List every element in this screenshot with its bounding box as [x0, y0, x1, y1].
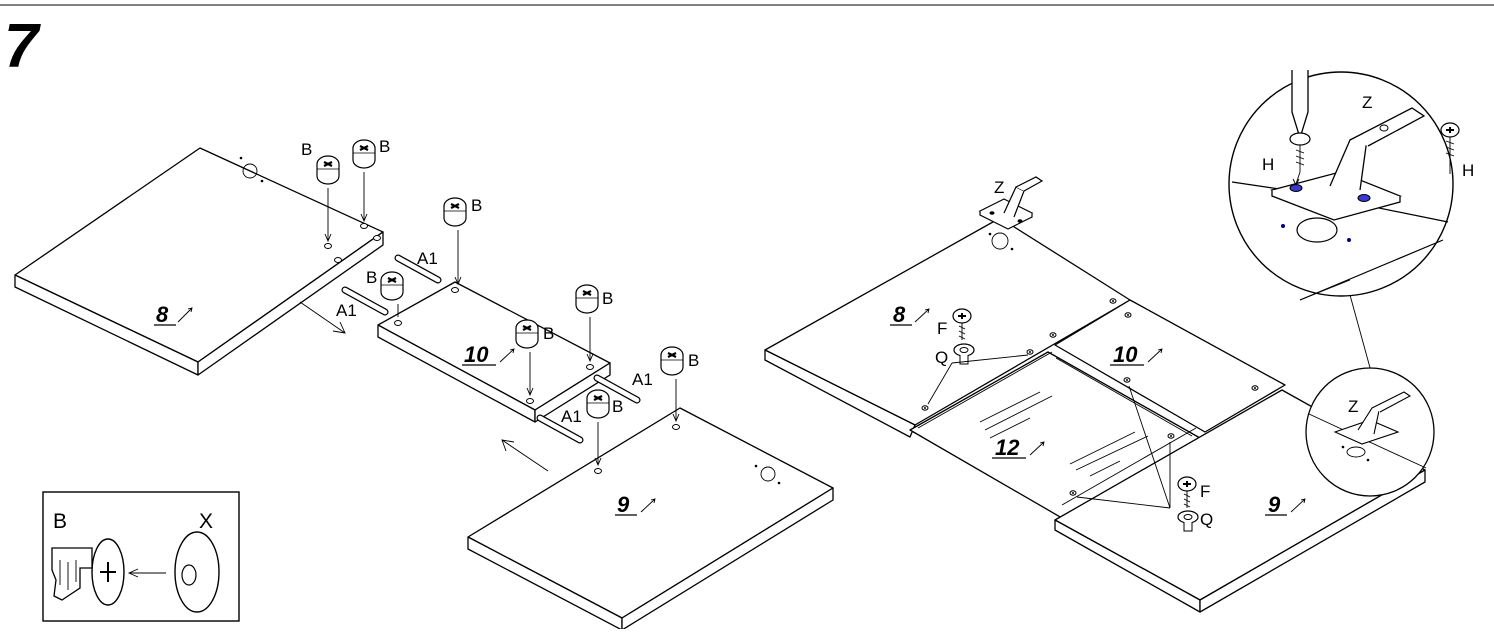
hinge-z-right	[979, 176, 1043, 230]
panel-9-right-number: 9	[1268, 492, 1281, 517]
inset-label-b: B	[53, 510, 67, 533]
label-q-bottom: Q	[1200, 510, 1213, 529]
arrow-panel-8	[299, 301, 346, 334]
panel-10-right-number: 10	[1113, 342, 1138, 367]
label-b-1: B	[301, 140, 312, 159]
label-b-5: B	[602, 289, 613, 308]
label-h-right: H	[1462, 161, 1474, 180]
label-z-small: Z	[1348, 397, 1358, 416]
label-b-8: B	[612, 397, 623, 416]
panel-10-left-number: 10	[464, 342, 489, 367]
label-b-4: B	[366, 268, 377, 287]
label-q-top: Q	[935, 348, 948, 367]
label-f-bottom: F	[1200, 482, 1210, 501]
step-number: 7	[4, 12, 41, 81]
panel-8-left: 8	[14, 147, 384, 376]
left-assembly: 8 10 9	[14, 137, 834, 631]
label-f-top: F	[937, 319, 947, 338]
label-a1-3: A1	[632, 370, 653, 389]
panel-9-left-number: 9	[617, 492, 630, 517]
label-z-detail: Z	[1362, 93, 1372, 112]
panel-9-left: 9	[467, 407, 834, 631]
inset-cam-cap: B X	[42, 491, 240, 622]
label-a1-2: A1	[336, 301, 357, 320]
label-b-2: B	[379, 137, 390, 156]
detail-connector	[1349, 294, 1373, 376]
panel-8-left-number: 8	[156, 302, 169, 327]
detail-circle-small: Z	[1305, 367, 1435, 497]
label-a1-1: A1	[417, 249, 438, 268]
arrow-panel-9	[501, 439, 549, 472]
inset-label-x: X	[199, 510, 213, 533]
label-a1-4: A1	[561, 407, 582, 426]
label-h-left: H	[1262, 155, 1274, 174]
label-b-6: B	[543, 324, 554, 343]
panel-8-right-number: 8	[893, 302, 906, 327]
label-b-7: B	[688, 351, 699, 370]
panel-10-left: 10	[377, 281, 611, 423]
detail-circle-large: Z H H	[1228, 70, 1474, 301]
label-z-right: Z	[994, 178, 1004, 197]
label-b-3: B	[471, 196, 482, 215]
panel-10-right: 10	[1054, 299, 1286, 438]
panel-12-number: 12	[995, 435, 1020, 460]
